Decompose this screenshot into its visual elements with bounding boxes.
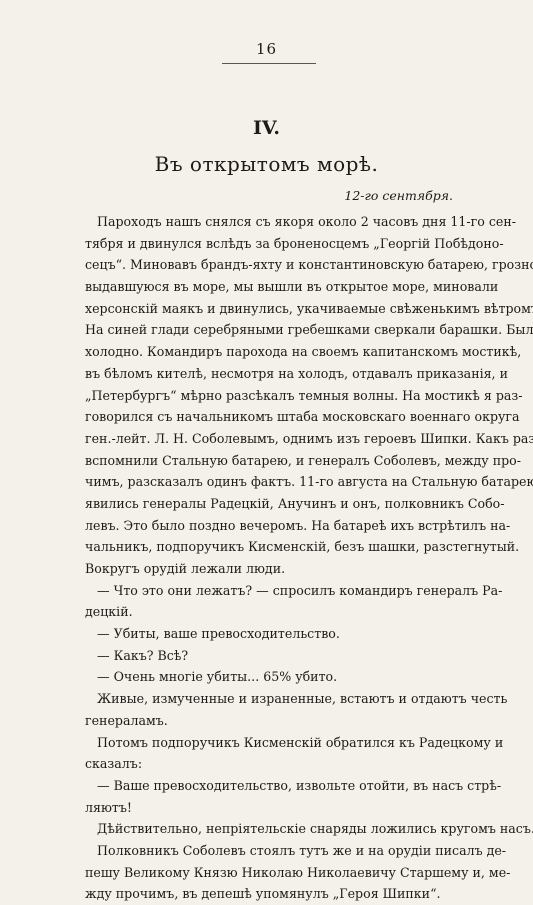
text-line: тября и двинулся вслѣдъ за броненосцемъ … xyxy=(85,235,504,251)
text-line: сказалъ: xyxy=(85,756,143,772)
text-line: говорился съ начальникомъ штаба московск… xyxy=(85,409,520,425)
book-page: 16 IV. Въ открытомъ морѣ. 12-го сентября… xyxy=(85,40,533,901)
text-line: — Что это они лежатъ? — спросилъ команди… xyxy=(97,582,503,598)
text-line: холодно. Командиръ парохода на своемъ ка… xyxy=(85,344,522,360)
text-line: въ бѣломъ кителѣ, несмотря на холодъ, от… xyxy=(85,365,508,381)
chapter-number: IV. xyxy=(253,117,280,139)
text-line: чальникъ, подпоручикъ Кисменскій, безъ ш… xyxy=(85,539,520,555)
text-line: децкій. xyxy=(85,604,133,620)
text-line: явились генералы Радецкій, Анучинъ и онъ… xyxy=(85,495,505,511)
text-line: Живые, измученные и израненные, встаютъ … xyxy=(97,691,508,707)
text-line: Полковникъ Соболевъ стоялъ тутъ же и на … xyxy=(97,842,507,858)
text-line: „Петербургъ“ мѣрно разсѣкалъ темныя волн… xyxy=(85,387,523,403)
text-line: выдавшуюся въ море, мы вышли въ открытое… xyxy=(85,279,499,295)
text-line: — Ваше превосходительство, извольте отой… xyxy=(97,777,502,793)
dateline: 12-го сентября. xyxy=(344,188,453,203)
text-line: пешу Великому Князю Николаю Николаевичу … xyxy=(85,864,511,880)
text-line: — Убиты, ваше превосходительство. xyxy=(97,626,340,642)
page-number: 16 xyxy=(255,40,278,58)
text-line: сецъ“. Миновавъ брандъ-яхту и константин… xyxy=(85,257,533,273)
text-line: жду прочимъ, въ депешѣ упомянулъ „Героя … xyxy=(85,886,441,902)
text-line: генераламъ. xyxy=(85,712,168,728)
text-line: херсонскій маякъ и двинулись, укачиваемы… xyxy=(85,300,533,316)
text-line: Вокругъ орудій лежали люди. xyxy=(85,561,286,576)
text-line: ген.-лейт. Л. Н. Соболевымъ, однимъ изъ … xyxy=(85,430,533,446)
text-line: На синей глади серебряными гребешками св… xyxy=(85,322,533,338)
text-line: — Какъ? Всѣ? xyxy=(97,647,189,663)
text-line: вспомнили Стальную батарею, и генералъ С… xyxy=(85,452,522,468)
text-line: левъ. Это было поздно вечеромъ. На батар… xyxy=(85,517,511,533)
text-line: чимъ, разсказалъ одинъ фактъ. 11-го авгу… xyxy=(85,474,533,490)
text-line: Потомъ подпоручикъ Кисменскій обратился … xyxy=(97,734,504,750)
page-number-rule xyxy=(222,63,316,64)
text-line: Дѣйствительно, непріятельскіе снаряды ло… xyxy=(97,821,533,837)
text-line: — Очень многіе убиты... 65% убито. xyxy=(97,669,338,685)
chapter-title: Въ открытомъ морѣ. xyxy=(154,152,379,176)
body-text: Пароходъ нашъ снялся съ якоря около 2 ча… xyxy=(85,211,533,905)
text-line: Пароходъ нашъ снялся съ якоря около 2 ча… xyxy=(97,214,517,229)
